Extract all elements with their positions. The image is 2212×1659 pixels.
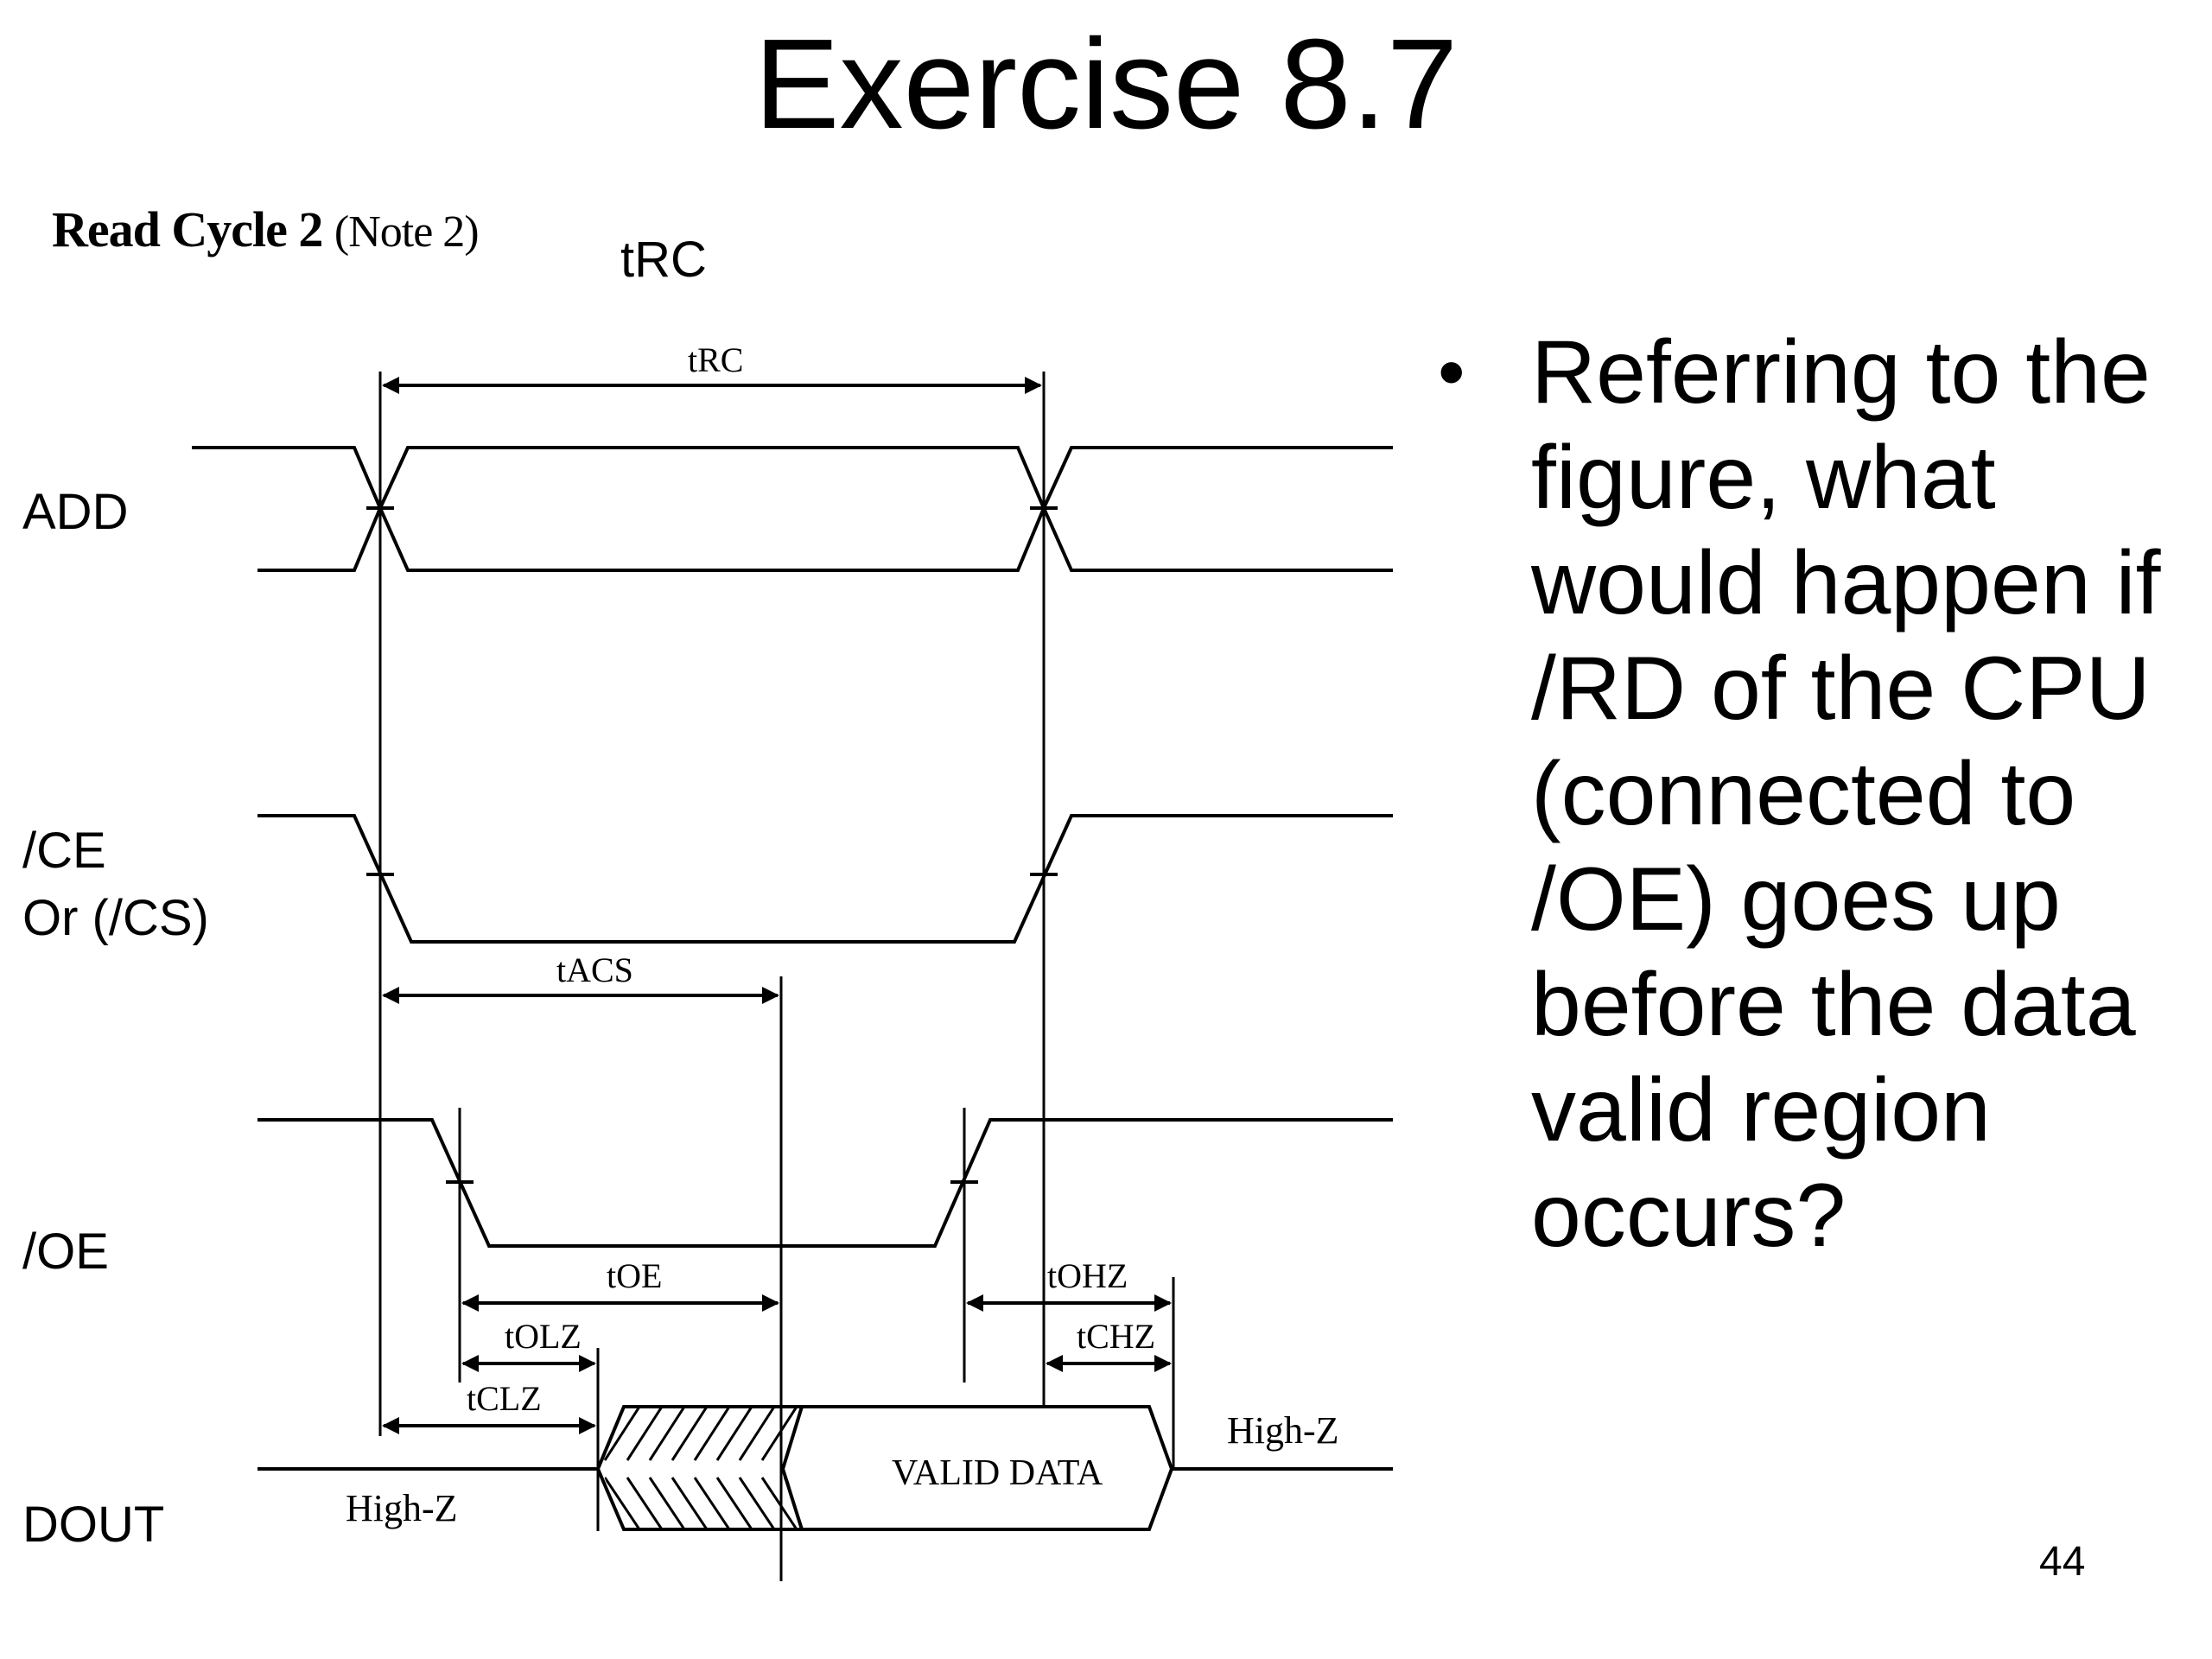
add-waveform-top	[192, 446, 1393, 512]
oe-waveform	[257, 1118, 1393, 1248]
label-tohz: tOHZ	[1047, 1256, 1128, 1295]
label-trc: tRC	[688, 340, 743, 379]
diagram-heading: Read Cycle 2 (Note 2)	[52, 200, 480, 258]
overlay-trc-label: tRC	[620, 232, 707, 288]
diagram-heading-note: (Note 2)	[334, 207, 480, 257]
page-number: 44	[2039, 1539, 2086, 1585]
ce-waveform	[257, 814, 1393, 944]
signal-label-ce: /CE	[22, 823, 106, 879]
add-waveform-bottom	[257, 503, 1393, 572]
label-highz-left: High-Z	[346, 1487, 458, 1529]
signal-label-oe: /OE	[22, 1224, 109, 1280]
label-tacs: tACS	[556, 950, 633, 989]
label-highz-right: High-Z	[1227, 1409, 1339, 1452]
label-toe: tOE	[607, 1256, 662, 1295]
label-tclz: tCLZ	[467, 1379, 542, 1418]
dout-hatch	[603, 1407, 802, 1529]
dout-transition-edge	[780, 1406, 804, 1530]
question-text: Referring to the figure, what would happ…	[1531, 322, 2161, 1266]
slide-title: Exercise 8.7	[753, 13, 1459, 156]
bullet-dot: •	[1438, 329, 1465, 416]
diagram-heading-text: Read Cycle 2	[52, 201, 323, 257]
signal-label-cs: Or (/CS)	[22, 890, 209, 946]
label-valid-data: VALID DATA	[892, 1453, 1103, 1493]
label-tchz: tCHZ	[1077, 1317, 1155, 1356]
signal-label-add: ADD	[22, 484, 129, 540]
signal-label-dout: DOUT	[22, 1497, 165, 1553]
dout-data-region	[595, 1405, 1174, 1531]
label-tolz: tOLZ	[505, 1317, 582, 1356]
